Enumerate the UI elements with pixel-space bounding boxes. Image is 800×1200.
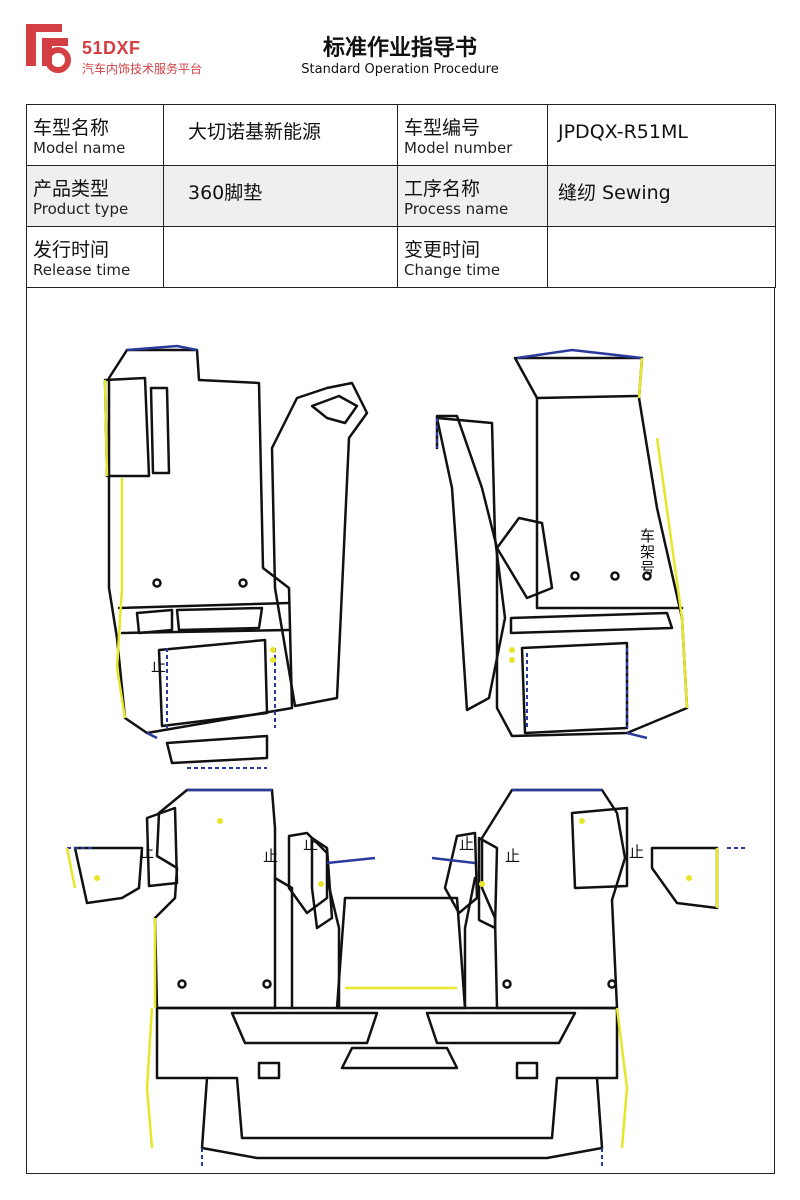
logo-mark-icon xyxy=(26,24,71,73)
stop-mark: 止 xyxy=(505,847,521,865)
label-change-time: 变更时间 Change time xyxy=(397,226,548,288)
info-row-time: 发行时间 Release time 变更时间 Change time xyxy=(26,226,776,288)
front-left-mat xyxy=(103,348,369,765)
value-release-time xyxy=(163,226,398,288)
value-process-name: 缝纫 Sewing xyxy=(547,165,776,227)
info-row-model: 车型名称 Model name 大切诺基新能源 车型编号 Model numbe… xyxy=(26,104,776,166)
rear-left-mat xyxy=(73,788,334,1010)
label-model-name: 车型名称 Model name xyxy=(26,104,164,166)
label-process-name: 工序名称 Process name xyxy=(397,165,548,227)
value-product-type: 360脚垫 xyxy=(163,165,398,227)
label-release-time: 发行时间 Release time xyxy=(26,226,164,288)
frame-number-label: 车架号 xyxy=(640,527,656,577)
info-table: 车型名称 Model name 大切诺基新能源 车型编号 Model numbe… xyxy=(26,104,776,288)
info-row-product: 产品类型 Product type 360脚垫 工序名称 Process nam… xyxy=(26,165,776,227)
value-change-time xyxy=(547,226,776,288)
stop-mark: 止 xyxy=(629,843,645,861)
page-subtitle: Standard Operation Procedure xyxy=(301,62,499,77)
stop-mark: 止 xyxy=(139,843,155,861)
logo-subtitle: 汽车内饰技术服务平台 xyxy=(82,62,203,76)
value-model-number: JPDQX-R51ML xyxy=(547,104,776,166)
label-product-type: 产品类型 Product type xyxy=(26,165,164,227)
value-model-name: 大切诺基新能源 xyxy=(163,104,398,166)
stop-mark: 止 xyxy=(263,847,279,865)
stop-mark: 止 xyxy=(459,835,475,853)
logo-brand: 51DXF xyxy=(82,38,141,58)
pattern-svg xyxy=(65,344,747,1168)
page-title: 标准作业指导书 xyxy=(322,36,477,61)
label-model-number: 车型编号 Model number xyxy=(397,104,548,166)
rear-center-mat xyxy=(155,876,619,1160)
mat-pattern-drawing: 车架号 止 止 止 止 止 止 止 xyxy=(26,288,775,1174)
stop-mark: 止 xyxy=(151,657,167,675)
stop-mark: 止 xyxy=(303,835,319,853)
logo: 51DXF 汽车内饰技术服务平台 xyxy=(22,16,242,78)
